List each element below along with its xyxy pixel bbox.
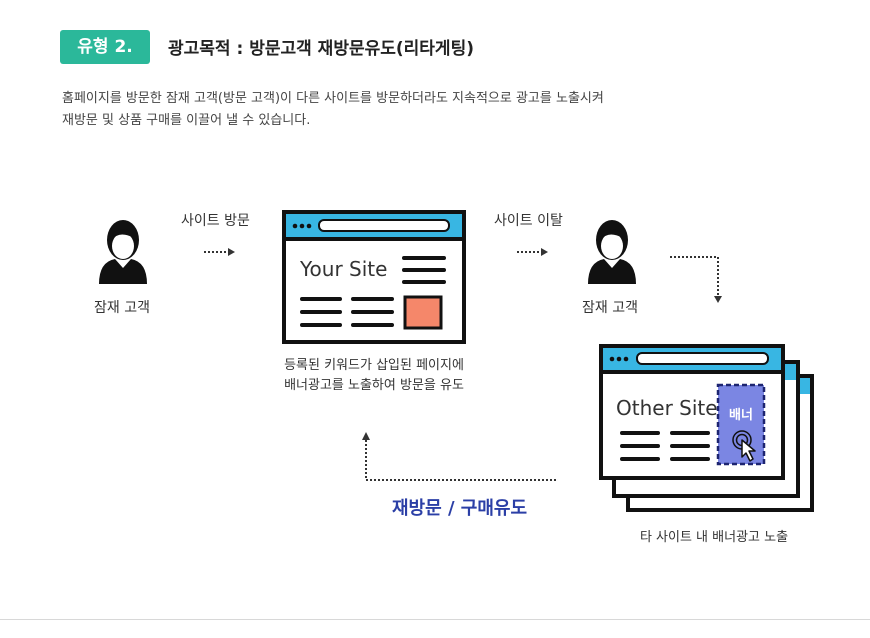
to-other-site-arrow (670, 256, 722, 303)
your-site-caption: 등록된 키워드가 삽입된 페이지에 배너광고를 노출하여 방문을 유도 (274, 356, 474, 396)
description-line-1: 홈페이지를 방문한 잠재 고객(방문 고객)이 다른 사이트를 방문하더라도 지… (62, 91, 604, 106)
page-title: 광고목적 : 방문고객 재방문유도(리타게팅) (168, 39, 474, 59)
customer-2-label: 잠재 고객 (582, 300, 638, 316)
customer-icon (588, 220, 636, 284)
leave-arrow (517, 248, 548, 256)
customer-icon (99, 220, 147, 284)
your-site-browser (282, 210, 466, 344)
banner-label: 배너 (729, 407, 753, 423)
revisit-label: 재방문 / 구매유도 (392, 498, 528, 519)
your-site-caption-line-1: 등록된 키워드가 삽입된 페이지에 (284, 358, 464, 373)
visit-label: 사이트 방문 (181, 213, 250, 229)
visit-arrow (204, 248, 235, 256)
your-site-caption-line-2: 배너광고를 노출하여 방문을 유도 (284, 378, 464, 393)
your-site-text: Your Site (299, 257, 387, 281)
customer-1-label: 잠재 고객 (94, 300, 150, 316)
other-site-text: Other Site (616, 396, 718, 420)
cursor-click-icon (732, 430, 756, 462)
type-badge: 유형 2. (60, 30, 150, 64)
other-site-caption: 타 사이트 내 배너광고 노출 (639, 530, 789, 545)
description: 홈페이지를 방문한 잠재 고객(방문 고객)이 다른 사이트를 방문하더라도 지… (62, 88, 604, 132)
bottom-divider (0, 619, 870, 620)
revisit-arrow (362, 432, 556, 481)
description-line-2: 재방문 및 상품 구매를 이끌어 낼 수 있습니다. (62, 113, 311, 128)
other-site-browsers (599, 344, 814, 512)
leave-label: 사이트 이탈 (494, 213, 563, 229)
